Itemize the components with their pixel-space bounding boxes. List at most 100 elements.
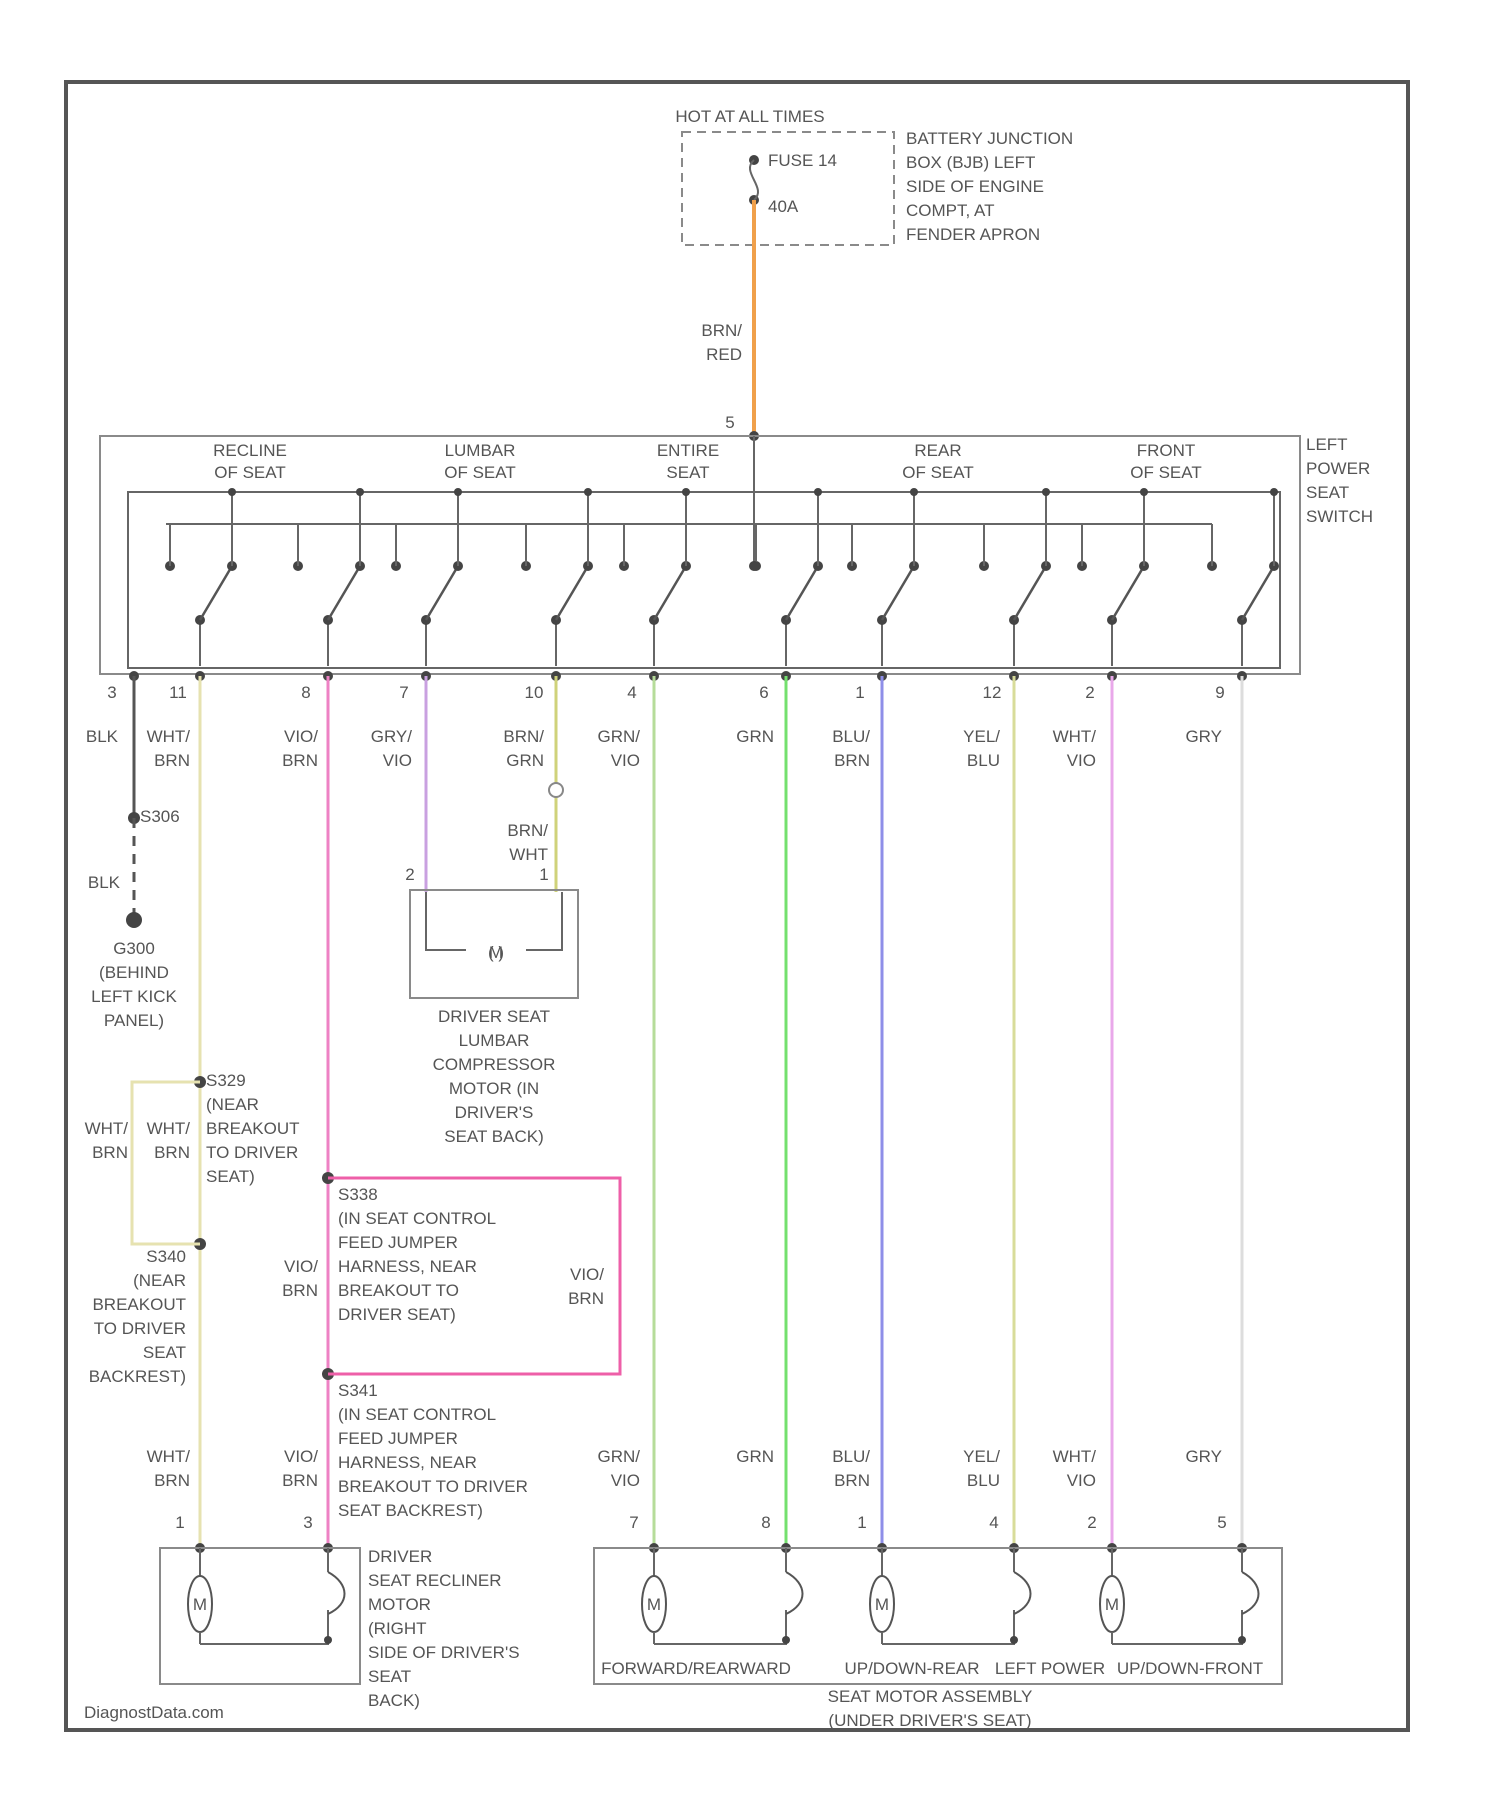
motor-terminal	[1010, 1636, 1018, 1644]
wire-color-label: BLU/	[832, 1447, 870, 1466]
switch-pin-label: 3	[107, 683, 116, 702]
s338-label: DRIVER SEAT)	[338, 1305, 456, 1324]
recliner-label: SEAT	[368, 1667, 411, 1686]
fuse-label: FUSE 14	[768, 151, 837, 170]
s340-label: BACKREST)	[89, 1367, 186, 1386]
feed-pin-label: 5	[725, 413, 734, 432]
motor-limit-switch	[1242, 1572, 1259, 1614]
switch-pin-label: 2	[1085, 683, 1094, 702]
wire-s329-loop	[132, 1082, 200, 1244]
battery-junction-line: COMPT, AT	[906, 201, 994, 220]
s338-label: HARNESS, NEAR	[338, 1257, 477, 1276]
switch-blade	[786, 566, 818, 620]
splice-s341: S341 (IN SEAT CONTROL FEED JUMPER HARNES…	[338, 1381, 528, 1520]
lumbar-pin-label: 1	[539, 865, 548, 884]
seat-motor-caption: LEFT POWER	[995, 1659, 1105, 1678]
wire-color-label: VIO	[611, 1471, 640, 1490]
motor-pin-label: 1	[857, 1513, 866, 1532]
feed-wire: BRN/ RED 5	[701, 200, 759, 441]
wire-color-label: BRN	[834, 1471, 870, 1490]
s338-wire-right: BRN	[568, 1289, 604, 1308]
motor-limit-switch	[1014, 1572, 1031, 1614]
motor-pin-label: 5	[1217, 1513, 1226, 1532]
switch-group-label: RECLINE	[213, 441, 287, 460]
ground-wire-label: BLK	[88, 873, 121, 892]
lumbar-connector-wire: WHT	[509, 845, 548, 864]
switch-blade	[654, 566, 686, 620]
s340-label: (NEAR	[133, 1271, 186, 1290]
wire-color-label: GRY	[1185, 727, 1222, 746]
lumbar-label: MOTOR (IN	[449, 1079, 539, 1098]
wire-color-label: VIO/	[284, 1447, 318, 1466]
battery-junction-line: SIDE OF ENGINE	[906, 177, 1044, 196]
switch-group-label: LUMBAR	[445, 441, 516, 460]
bottom-wire-labels: WHT/ BRN VIO/ BRN GRN/ VIO GRN BLU/ BRN …	[147, 1447, 1222, 1490]
seat-motor-caption: UP/DOWN-FRONT	[1117, 1659, 1263, 1678]
ground-splice-label: S306	[140, 807, 180, 826]
switch-name: SWITCH	[1306, 507, 1373, 526]
wire-color-label: BRN	[154, 1471, 190, 1490]
lumbar-motor-parens: ( )	[488, 943, 504, 962]
wire-color-label: BRN	[834, 751, 870, 770]
switch-bus-tap	[584, 488, 592, 496]
switch-pin-label: 10	[525, 683, 544, 702]
switch-group-label: OF SEAT	[1130, 463, 1201, 482]
motor-pin-label: 1	[175, 1513, 184, 1532]
switch-pin-label: 12	[983, 683, 1002, 702]
switch-name: LEFT	[1306, 435, 1348, 454]
lumbar-compressor-motor: BRN/ WHT 2 1 M ( ) DRIVER SEAT LUMBAR CO…	[405, 821, 578, 1146]
ground-label: LEFT KICK	[91, 987, 177, 1006]
switch-blade	[328, 566, 360, 620]
switch-bus-tap	[228, 488, 236, 496]
motor-pin-label: 7	[629, 1513, 638, 1532]
lumbar-label: DRIVER SEAT	[438, 1007, 550, 1026]
switch-bus-tap	[910, 488, 918, 496]
wire-color-label: BLK	[86, 727, 119, 746]
recliner-label: SIDE OF DRIVER'S	[368, 1643, 520, 1662]
switch-bus-tap	[1042, 488, 1050, 496]
switch-blade	[556, 566, 588, 620]
lumbar-inline-connector	[549, 783, 563, 797]
s338-label: S338	[338, 1185, 378, 1204]
seat-motor-caption: FORWARD/REARWARD	[601, 1659, 791, 1678]
recliner-motor: DRIVER SEAT RECLINER MOTOR (RIGHT SIDE O…	[160, 1547, 520, 1710]
switch-group-label: SEAT	[666, 463, 709, 482]
wire-color-label: GRN	[736, 1447, 774, 1466]
seat-motor-label: (UNDER DRIVER'S SEAT)	[828, 1711, 1031, 1730]
motor-return	[1112, 1610, 1242, 1644]
wire-color-label: YEL/	[963, 1447, 1000, 1466]
wire-color-label: WHT/	[147, 1447, 191, 1466]
left-power-seat-switch: RECLINE OF SEAT LUMBAR OF SEAT ENTIRE SE…	[100, 435, 1373, 674]
motors-layer: MMMM	[188, 1548, 1259, 1644]
s340-label: TO DRIVER	[94, 1319, 186, 1338]
motor-pin-label: 8	[761, 1513, 770, 1532]
wire-color-label: GRN/	[598, 727, 641, 746]
splice-s329: S329 (NEAR BREAKOUT TO DRIVER SEAT) WHT/…	[85, 1071, 300, 1186]
motor-symbol: M	[1105, 1595, 1119, 1614]
watermark: DiagnostData.com	[84, 1703, 224, 1722]
motor-terminal	[1238, 1636, 1246, 1644]
recliner-label: SEAT RECLINER	[368, 1571, 502, 1590]
seat-motor-assembly: FORWARD/REARWARD UP/DOWN-REAR LEFT POWER…	[594, 1548, 1282, 1730]
s329-label: (NEAR	[206, 1095, 259, 1114]
lumbar-motor-circuit	[426, 892, 562, 950]
s329-label: S329	[206, 1071, 246, 1090]
motor-symbol: M	[875, 1595, 889, 1614]
motor-return	[200, 1610, 328, 1644]
motor-pin-label: 3	[303, 1513, 312, 1532]
recliner-label: BACK)	[368, 1691, 420, 1710]
fuse-symbol	[750, 160, 758, 200]
s329-label: TO DRIVER	[206, 1143, 298, 1162]
s338-label: BREAKOUT TO	[338, 1281, 459, 1300]
wire-color-label: BRN	[282, 1471, 318, 1490]
switch-group-label: FRONT	[1137, 441, 1196, 460]
switch-bus-tap	[356, 488, 364, 496]
switch-pin-label: 4	[627, 683, 636, 702]
recliner-label: (RIGHT	[368, 1619, 427, 1638]
wire-color-label: GRN/	[598, 1447, 641, 1466]
source-label: HOT AT ALL TIMES	[675, 107, 824, 126]
wire-color-label: VIO	[1067, 751, 1096, 770]
s329-label: SEAT)	[206, 1167, 255, 1186]
wire-color-label: BLU/	[832, 727, 870, 746]
